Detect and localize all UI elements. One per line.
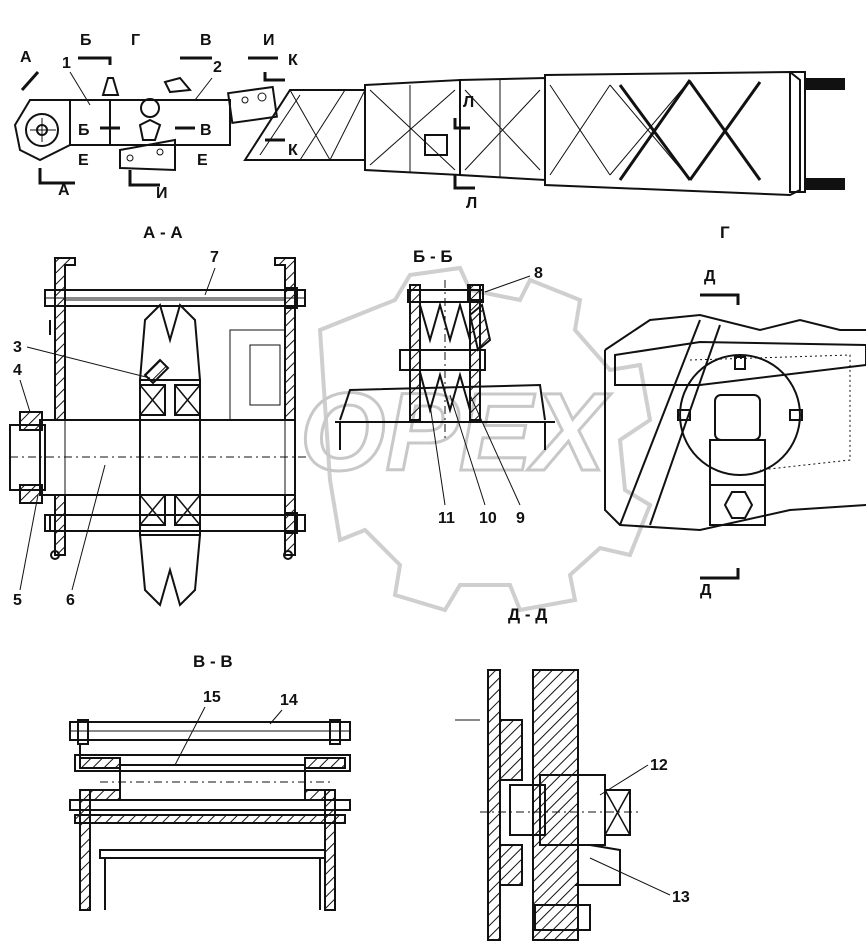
callout-13: 13 [672,889,690,906]
detail-g-title: Г [720,223,730,242]
callout-4: 4 [13,362,22,379]
section-i-top-label: И [263,32,275,49]
callout-5: 5 [13,592,22,609]
callout-9: 9 [516,510,525,527]
section-k-bottom-label: К [288,142,298,159]
callout-8: 8 [534,265,543,282]
section-v-v-title: В - В [193,652,233,671]
callout-2-label: 2 [213,59,222,76]
callout-12: 12 [650,757,668,774]
callout-10: 10 [479,510,497,527]
callout-15: 15 [203,689,221,706]
section-d-d-callouts: 12 13 [589,757,690,906]
callout-1-label: 1 [62,55,71,72]
section-e-left-label: Е [78,152,89,169]
callout-6: 6 [66,592,75,609]
top-boom-view [13,70,845,197]
section-b-b: Б - Б [335,247,555,450]
section-g-label: Г [131,32,140,49]
section-b-top-label: Б [80,32,92,49]
callout-11: 11 [438,510,455,527]
section-l-bottom-label: Л [466,195,477,212]
watermark-gear [317,265,653,613]
section-b-b-title: Б - Б [413,247,453,266]
detail-g-d-top-label: Д [704,268,716,285]
section-d-d: Д - Д [455,605,640,941]
top-view-labels: А А Б Б Г В В И И К К Е Е Л Л 1 2 [20,32,477,212]
section-a-top-label: А [20,49,32,66]
callout-7: 7 [210,249,219,266]
callout-14: 14 [280,692,298,709]
section-v-v: В - В [69,652,351,911]
section-v-mid-label: В [200,122,212,139]
section-i-bottom-label: И [156,185,168,202]
section-a-a-callouts: 7 3 4 5 6 [13,249,219,609]
callout-3: 3 [13,339,22,356]
section-d-d-title: Д - Д [508,605,547,624]
section-l-top-label: Л [463,94,474,111]
detail-g: Г Д Д [604,223,866,599]
section-v-v-callouts: 15 14 [174,689,298,766]
section-a-a-title: А - А [143,223,183,242]
section-k-top-label: К [288,52,298,69]
section-b-mid-label: Б [78,122,90,139]
section-e-right-label: Е [197,152,208,169]
detail-g-d-bottom-label: Д [700,582,712,599]
section-a-bottom-label: А [58,182,70,199]
section-b-b-callouts: 8 11 10 9 [429,265,543,527]
section-a-a: А - А [9,223,310,607]
section-v-top-label: В [200,32,212,49]
